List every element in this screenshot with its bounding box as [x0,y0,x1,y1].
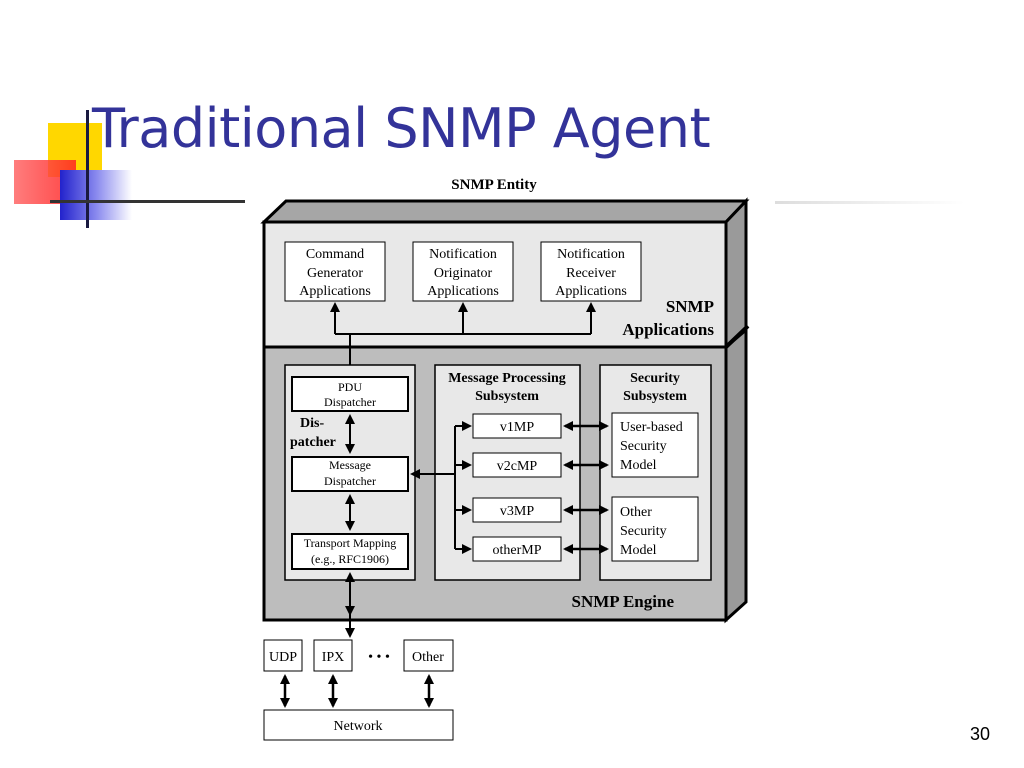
svg-text:Applications: Applications [299,284,371,299]
svg-text:Transport Mapping: Transport Mapping [304,536,397,550]
transport-mapping: Transport Mapping (e.g., RFC1906) [291,533,409,570]
mp-security-arrows [563,421,609,554]
snmp-engine-label: SNMP Engine [572,592,675,611]
svg-text:PDU: PDU [338,380,362,394]
slide-title: Traditional SNMP Agent [92,97,711,160]
svg-text:Message: Message [329,458,371,472]
user-based-security-model: User-based Security Model [611,412,699,478]
svg-text:Security: Security [620,439,667,454]
svg-text:Model: Model [620,458,657,473]
notification-receiver-applications: Notification Receiver Applications [540,241,642,302]
slide-number: 30 [969,724,991,744]
transport-udp: UDP [263,639,303,672]
notification-originator-applications: Notification Originator Applications [412,241,514,302]
deco-blue-square [60,170,132,220]
mp-bus-arrows [410,421,472,554]
apps-layer-side-face [724,197,748,351]
deco-horizontal-line-right [775,201,965,204]
transport-other: Other [403,639,454,672]
transport-ipx: IPX [313,639,353,672]
command-generator-applications: Command Generator Applications [284,241,386,302]
engine-layer-side-face [724,326,748,624]
pdu-dispatcher: PDU Dispatcher [291,376,409,412]
svg-text:UDP: UDP [269,650,297,665]
svg-text:Model: Model [620,543,657,558]
message-dispatcher: Message Dispatcher [291,456,409,492]
svg-text:Applications: Applications [555,284,627,299]
svg-text:Applications: Applications [427,284,499,299]
svg-text:Receiver: Receiver [566,266,616,281]
security-title-line2: Subsystem [623,389,687,404]
apps-layer-top-face [260,199,750,224]
svg-text:Generator: Generator [307,266,363,281]
transport-ellipsis: • • • [368,650,390,665]
svg-text:Other: Other [412,650,444,665]
applications-bus [330,302,596,377]
network-box: Network [263,709,454,741]
v2cmp-box: v2cMP [472,452,562,478]
v3mp-box: v3MP [472,497,562,523]
mp-title-line2: Subsystem [475,389,539,404]
svg-text:Notification: Notification [557,247,625,262]
svg-text:User-based: User-based [620,420,683,435]
deco-vertical-line [86,110,89,228]
svg-text:v3MP: v3MP [500,504,534,519]
svg-text:v1MP: v1MP [500,420,534,435]
engine-divider-edge [724,324,750,349]
svg-text:Dispatcher: Dispatcher [324,395,376,409]
svg-text:Notification: Notification [429,247,497,262]
svg-text:v2cMP: v2cMP [497,459,538,474]
dispatcher-label-line1: Dis- [300,416,324,431]
mp-title-line1: Message Processing [448,371,566,386]
other-security-model: Other Security Model [611,496,699,562]
svg-text:(e.g., RFC1906): (e.g., RFC1906) [311,552,389,566]
svg-text:Other: Other [620,505,652,520]
svg-text:Network: Network [334,719,383,734]
svg-text:Security: Security [620,524,667,539]
network-arrows [280,674,434,708]
svg-text:otherMP: otherMP [493,543,542,558]
snmp-applications-label-line1: SNMP [666,297,714,316]
snmp-applications-label-line2: Applications [622,320,714,339]
othermp-box: otherMP [472,536,562,562]
entity-title: SNMP Entity [451,177,537,193]
dispatcher-label-line2: patcher [290,435,336,450]
security-title-line1: Security [630,371,680,386]
svg-text:Originator: Originator [434,266,493,281]
v1mp-box: v1MP [472,413,562,439]
svg-text:Command: Command [306,247,364,262]
svg-text:Dispatcher: Dispatcher [324,474,376,488]
svg-text:IPX: IPX [322,650,345,665]
deco-horizontal-line-left [50,200,245,203]
